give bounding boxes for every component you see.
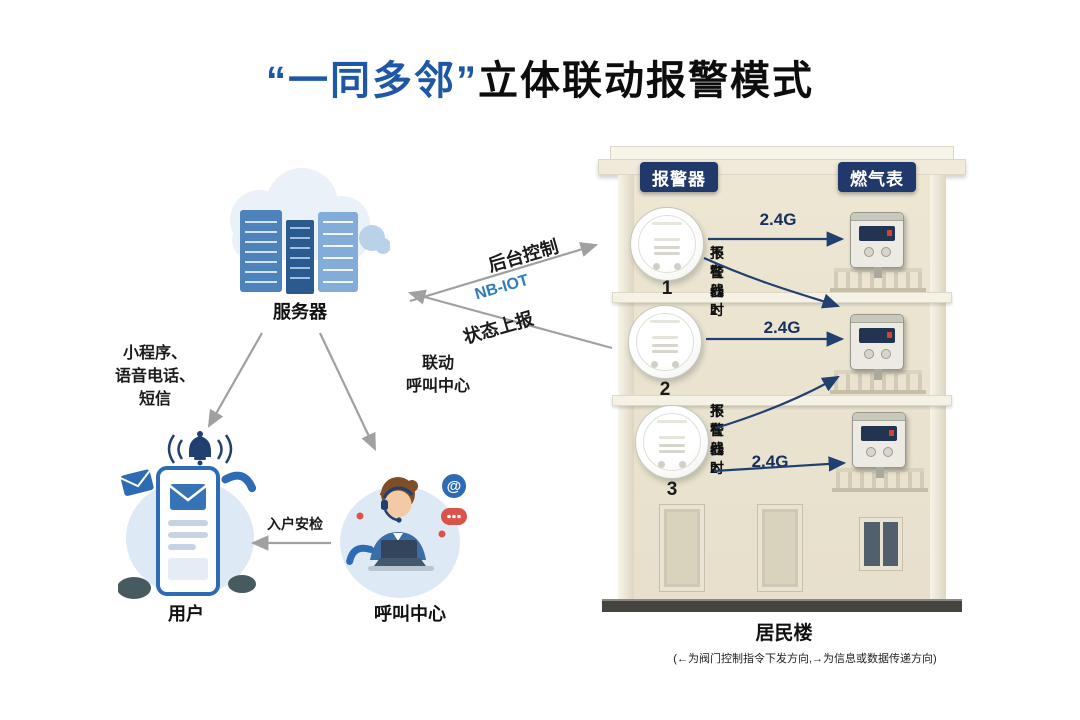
gas-meter-3: [852, 412, 906, 478]
gas-alarm-device-2: [628, 305, 702, 379]
cloud-accent-icon: [359, 225, 391, 254]
page-title: “一同多邻”立体联动报警模式: [0, 48, 1080, 106]
arrow-server-to-callcenter: [319, 332, 376, 451]
bell-icon: [167, 431, 233, 466]
user-phone-icon: [117, 431, 257, 599]
linkage-line-1: 联动: [421, 355, 454, 372]
smartphone-icon: [156, 466, 220, 596]
gas-alarm-device-1: [630, 207, 704, 281]
dot-accent: [356, 512, 364, 520]
offline-note-line-2: 不在线时: [710, 403, 724, 476]
phone-handset-icon: [346, 544, 374, 565]
link-24g-label-2: 2.4G: [763, 318, 801, 337]
alarm-number-2: 2: [659, 379, 671, 400]
laptop-icon: [368, 540, 434, 571]
phone-handset-icon: [221, 471, 257, 493]
pilaster-left: [618, 175, 634, 599]
callcenter-illustration: @: [338, 460, 473, 600]
cloud-server-icon: [230, 168, 391, 294]
server-label: 服务器: [273, 302, 327, 322]
callcenter-agent-icon: @: [340, 474, 467, 598]
entrance-door: [758, 505, 802, 591]
gas-meter-1: [850, 212, 904, 278]
at-bubble-icon: @: [442, 474, 466, 498]
server-racks-icon: [240, 210, 358, 294]
server-illustration: [210, 162, 391, 302]
building-label: 居民楼: [755, 623, 813, 644]
meter-column-header: 燃气表: [838, 162, 916, 192]
bush-icon: [117, 577, 151, 599]
linkage-callcenter-label: 联动 呼叫中心: [396, 352, 480, 398]
home-inspection-label: 入户安检: [267, 516, 323, 532]
building-base: [602, 599, 962, 612]
notify-line-3: 短信: [138, 391, 171, 408]
building-roof-top: [610, 146, 954, 159]
alarm-column-header: 报警器: [640, 162, 718, 192]
notify-channels-label: 小程序、 语音电话、 短信: [96, 342, 214, 411]
legend-footnote: (←为阀门控制指令下发方向,→为信息或数据传递方向): [673, 653, 937, 665]
link-24g-label-3: 2.4G: [751, 452, 789, 471]
pilaster-right: [930, 175, 946, 599]
notify-line-1: 小程序、: [122, 345, 187, 362]
chat-bubble-icon: [441, 508, 467, 525]
notify-line-2: 语音电话、: [114, 368, 195, 385]
dot-accent: [438, 530, 446, 538]
offline-note-line-2: 不在线时: [710, 245, 724, 318]
svg-text:@: @: [447, 478, 462, 495]
envelope-icon: [120, 469, 154, 496]
user-illustration: [117, 420, 258, 605]
title-highlight: “一同多邻”: [266, 59, 478, 103]
bush-icon: [228, 575, 256, 593]
callcenter-label: 呼叫中心: [374, 604, 446, 624]
residential-building: 报警器 燃气表 1 2 3 2.4G 2.4G 2.4G 报警器2 不在线时: [598, 146, 966, 621]
user-label: 用户: [168, 604, 204, 624]
gas-meter-2: [850, 314, 904, 380]
arrow-server-to-user: [207, 332, 263, 428]
gas-alarm-device-3: [635, 405, 709, 479]
ground-window: [860, 518, 902, 570]
alarm-number-1: 1: [661, 278, 673, 299]
link-24g-label-1: 2.4G: [759, 210, 797, 229]
linkage-line-2: 呼叫中心: [405, 378, 470, 395]
title-rest: 立体联动报警模式: [478, 59, 814, 103]
alarm-number-3: 3: [666, 479, 678, 500]
entrance-door: [660, 505, 704, 591]
